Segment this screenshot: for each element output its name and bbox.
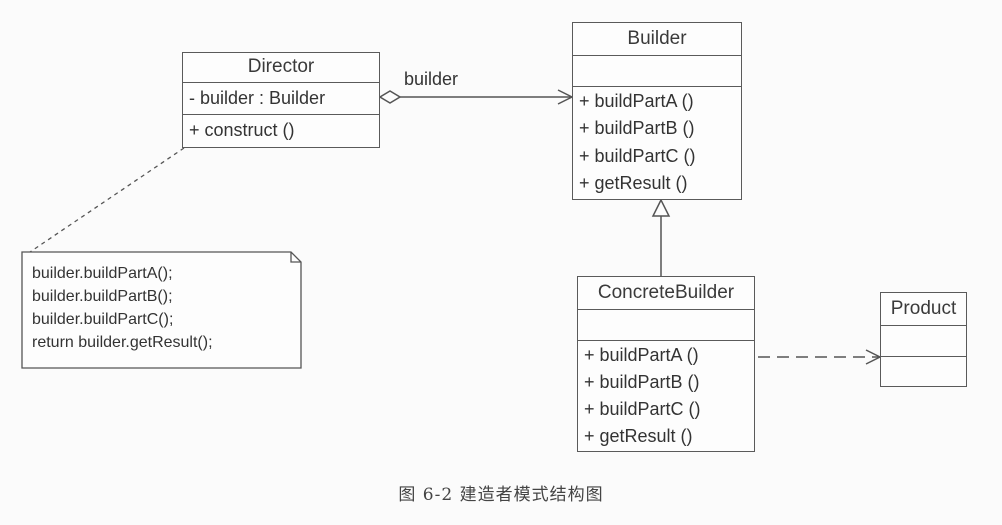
concrete-builder-operation: + buildPartC (): [584, 399, 701, 419]
builder-attributes: [573, 56, 741, 87]
note-shape: [21, 251, 302, 369]
builder-operation: + buildPartA (): [579, 91, 694, 111]
note-line: builder.buildPartA();: [32, 265, 173, 282]
generalization-triangle: [651, 198, 671, 217]
director-attribute: - builder : Builder: [189, 88, 326, 108]
director-class[interactable]: Director - builder : Builder + construct…: [182, 52, 380, 148]
builder-operation: + getResult (): [579, 173, 688, 193]
figure-caption: 图 6-2 建造者模式结构图: [398, 485, 604, 505]
note-line: return builder.getResult();: [32, 334, 213, 351]
builder-class-name: Builder: [573, 23, 741, 56]
product-class-name: Product: [881, 293, 966, 326]
association-label: builder: [404, 69, 459, 89]
concrete-builder-operation: + getResult (): [584, 426, 693, 446]
concrete-builder-class[interactable]: ConcreteBuilder + buildPartA () + buildP…: [577, 276, 755, 452]
note-line: builder.buildPartB();: [32, 288, 173, 305]
director-operations: + construct (): [183, 115, 379, 146]
builder-operations: + buildPartA () + buildPartB () + buildP…: [573, 87, 741, 198]
builder-operation: + buildPartC (): [579, 146, 696, 166]
builder-class[interactable]: Builder + buildPartA () + buildPartB () …: [572, 22, 742, 200]
note-line: builder.buildPartC();: [32, 311, 174, 328]
concrete-builder-class-name: ConcreteBuilder: [578, 277, 754, 310]
concrete-builder-operation: + buildPartA (): [584, 345, 699, 365]
product-class[interactable]: Product: [880, 292, 967, 387]
note-anchor-line: [29, 147, 185, 253]
concrete-builder-operation: + buildPartB (): [584, 372, 700, 392]
note: builder.buildPartA(); builder.buildPartB…: [32, 262, 292, 354]
director-operation: + construct (): [189, 120, 295, 140]
note-fold: [290, 252, 301, 263]
product-operations: [881, 357, 966, 385]
product-attributes: [881, 326, 966, 357]
concrete-builder-operations: + buildPartA () + buildPartB () + buildP…: [578, 341, 754, 450]
director-attributes: - builder : Builder: [183, 83, 379, 115]
director-class-name: Director: [183, 53, 379, 83]
builder-operation: + buildPartB (): [579, 118, 695, 138]
aggregation-diamond: [378, 90, 402, 104]
concrete-builder-attributes: [578, 310, 754, 341]
